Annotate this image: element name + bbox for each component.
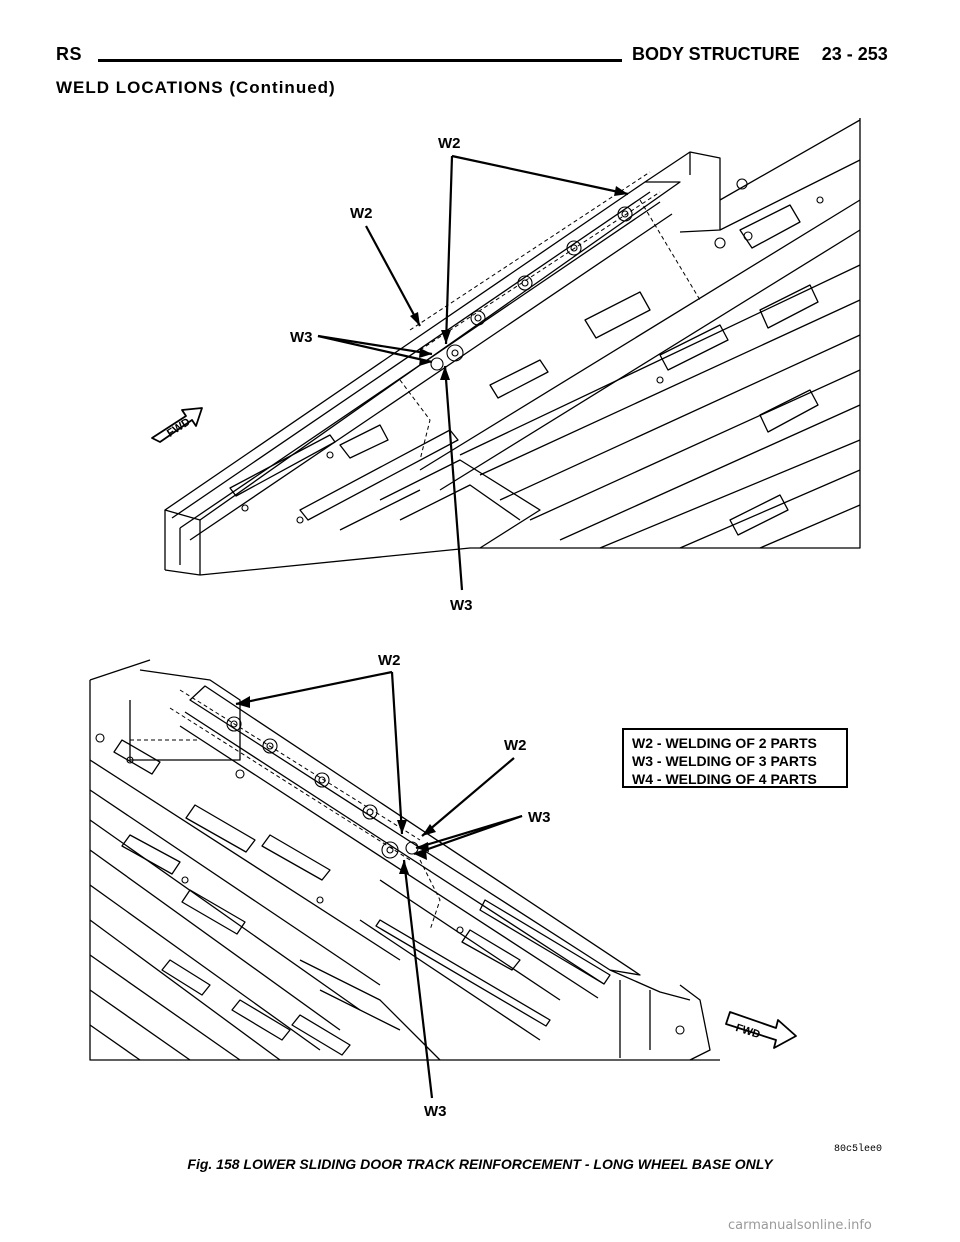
legend-item-w2: W2 - WELDING OF 2 PARTS [632,735,817,751]
page-number: 23 - 253 [821,44,888,64]
top-callout-w2-upper: W2 [438,135,461,152]
top-callout-w2-left: W2 [350,205,373,222]
header-title: BODY STRUCTURE [632,44,800,64]
figure-caption: Fig. 158 LOWER SLIDING DOOR TRACK REINFO… [187,1156,773,1172]
legend-item-w4: W4 - WELDING OF 4 PARTS [632,771,817,787]
watermark[interactable]: carmanualsonline.info [728,1218,872,1233]
bottom-callout-w2-right: W2 [504,737,527,754]
page-header-right: BODY STRUCTURE 23 - 253 [632,44,888,65]
figure-code: 80c5lee0 [834,1144,883,1155]
page-header-left: RS [56,44,83,64]
bottom-callout-w3-right: W3 [528,809,551,826]
section-title: WELD LOCATIONS (Continued) [56,78,336,97]
top-callout-w3-left: W3 [290,329,313,346]
header-rule [98,59,622,62]
legend-item-w3: W3 - WELDING OF 3 PARTS [632,753,817,769]
weld-legend: W2 - WELDING OF 2 PARTS W3 - WELDING OF … [622,728,848,788]
bottom-callout-w3-bottom: W3 [424,1103,447,1120]
bottom-figure-drawing: FWD W2 W2 W3 W3 [89,652,797,1120]
top-figure-drawing: FWD W2 W2 W3 W3 [151,118,861,614]
top-callout-w3-bottom: W3 [450,597,473,614]
bottom-fwd-label: FWD [734,1022,762,1041]
bottom-callout-w2-upper: W2 [378,652,401,669]
top-fwd-label: FWD [165,416,193,440]
